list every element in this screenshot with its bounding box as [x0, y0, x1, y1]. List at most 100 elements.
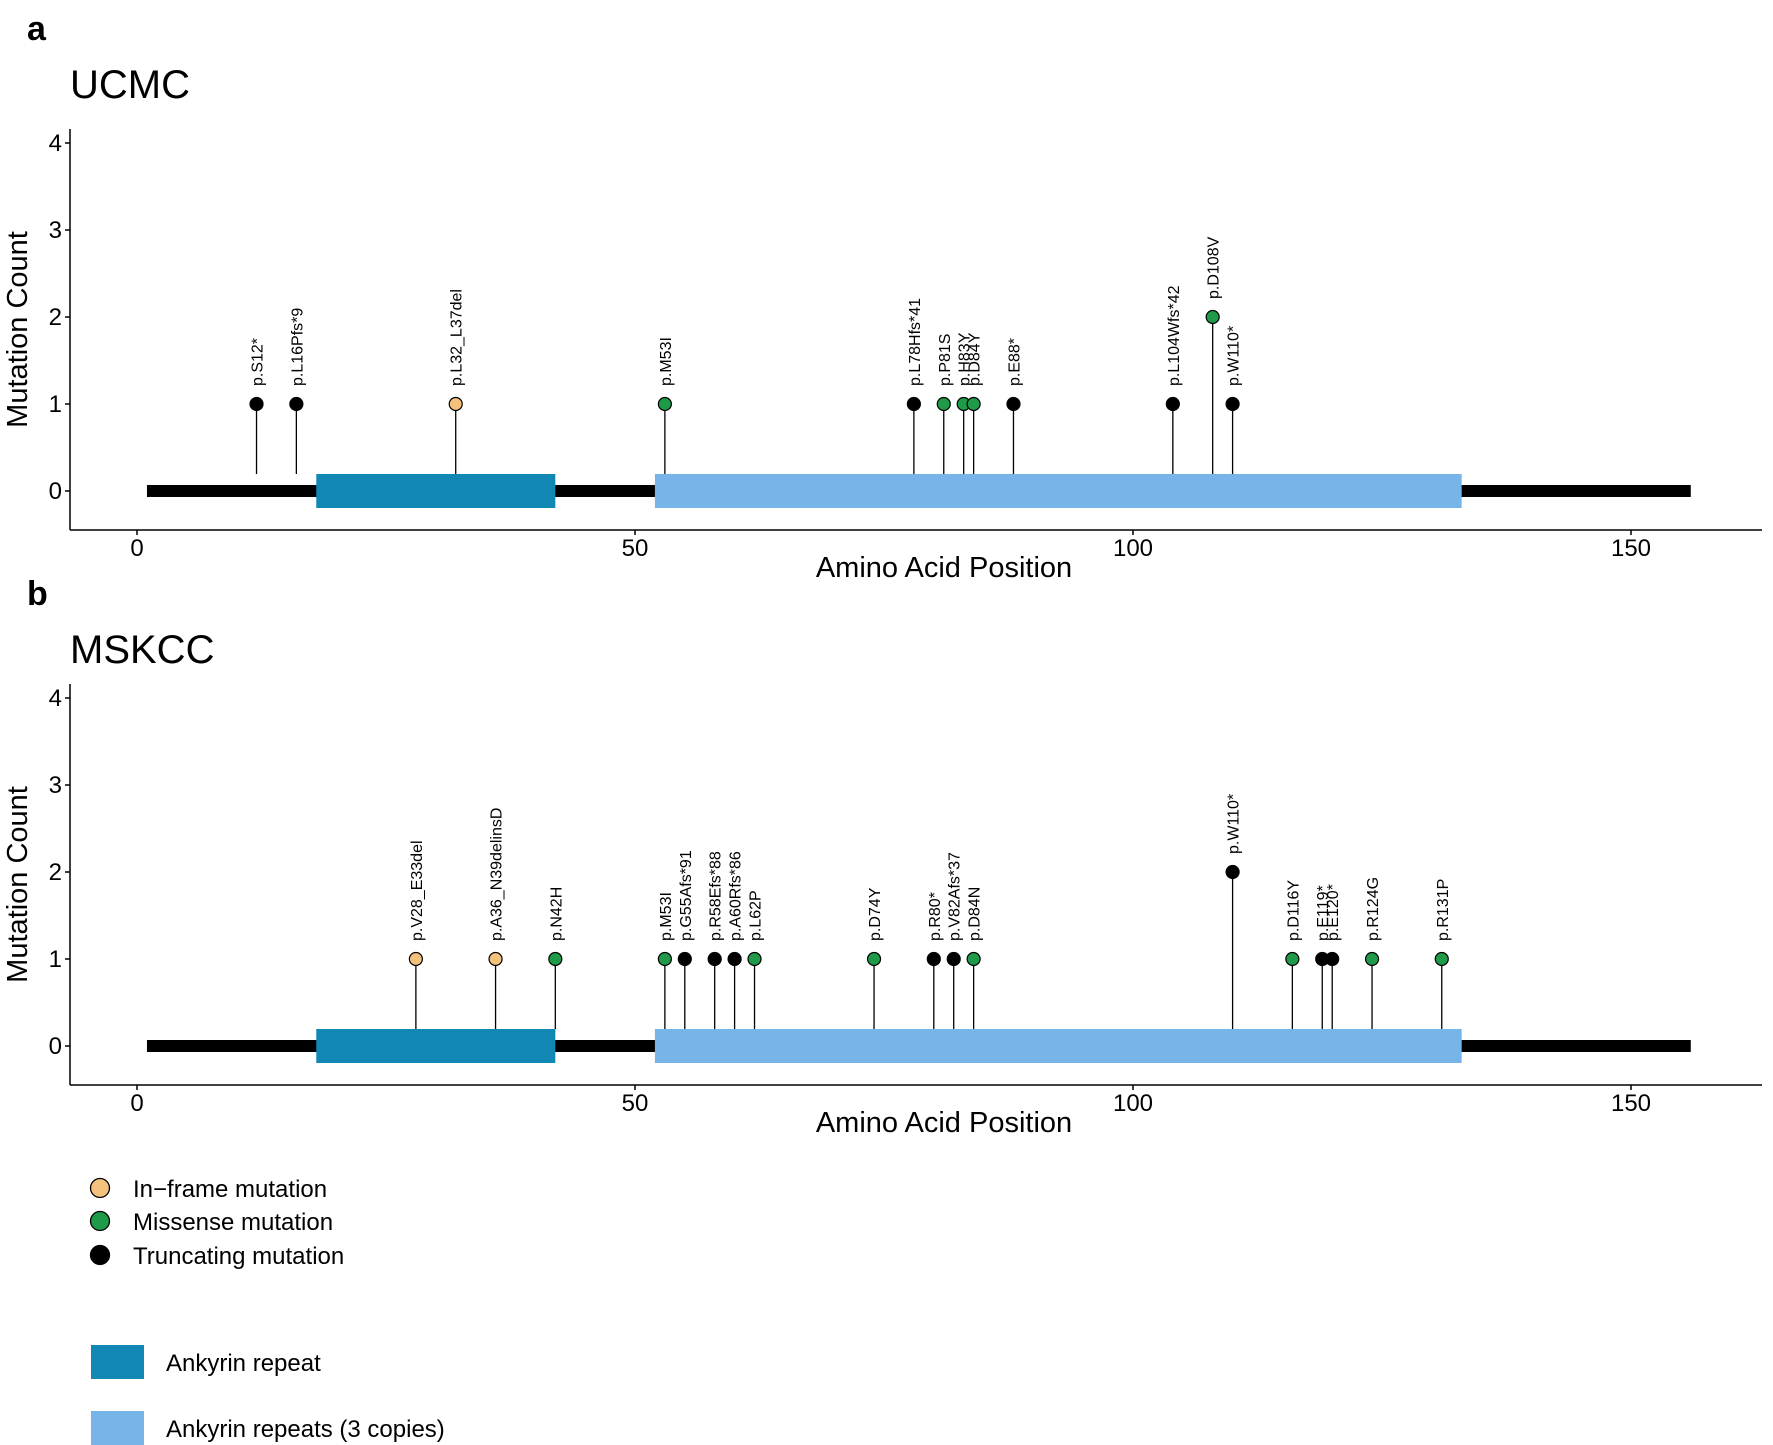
y-axis-label: Mutation Count: [2, 231, 34, 428]
lollipop-head: [707, 951, 722, 967]
mutation-label: p.A60Rfs*86: [728, 851, 745, 941]
mutation-label: p.V82Afs*37: [947, 852, 964, 941]
lollipop-head: [1165, 396, 1180, 412]
x-tick-label: 100: [1113, 535, 1153, 562]
lollipop-head: [657, 396, 672, 412]
legend-missense-swatch: [89, 1210, 111, 1232]
mutation-label: p.V28_E33del: [409, 840, 426, 941]
x-tick-label: 50: [622, 535, 649, 562]
mutation-label: p.D74Y: [867, 887, 884, 941]
mutation-label: p.L62P: [748, 890, 765, 941]
legend-ank1-label: Ankyrin repeat: [166, 1350, 321, 1377]
legend-truncating-swatch: [89, 1244, 111, 1266]
mutation-label: p.D84N: [967, 887, 984, 941]
x-tick-label: 150: [1611, 1090, 1651, 1117]
lollipop-head: [1205, 309, 1220, 325]
lollipop-head: [1364, 951, 1380, 967]
legend-inframe-swatch: [89, 1177, 111, 1199]
mutation-label: p.D108V: [1206, 236, 1223, 299]
legend-ank3-swatch: [91, 1411, 144, 1445]
legend-truncating-label: Truncating mutation: [133, 1243, 344, 1270]
chart-title: MSKCC: [70, 628, 214, 672]
mutation-label: p.S12*: [250, 338, 267, 386]
domain-ankyrin-repeats-3: [654, 474, 1462, 508]
lollipop-head: [548, 951, 563, 967]
mutation-label: p.H83Y: [957, 332, 974, 386]
x-axis-label: Amino Acid Position: [816, 552, 1072, 584]
legend-missense-label: Missense mutation: [133, 1209, 333, 1236]
lollipop-head: [946, 951, 961, 967]
y-tick-label: 0: [49, 478, 62, 505]
lollipop-head: [1285, 951, 1300, 967]
mutation-label: p.D116Y: [1285, 880, 1302, 941]
panel-letter: a: [27, 10, 47, 48]
mutation-label: p.R80*: [927, 892, 944, 941]
chart-title: UCMC: [70, 63, 190, 107]
mutation-label: p.M53I: [658, 337, 675, 386]
y-tick-label: 1: [49, 946, 62, 973]
mutation-label: p.L32_L37del: [449, 289, 466, 386]
lollipop-head: [936, 396, 951, 412]
x-tick-label: 50: [622, 1090, 649, 1117]
y-tick-label: 3: [49, 772, 62, 799]
mutation-label: p.D84Y: [967, 332, 984, 386]
y-tick-label: 4: [49, 130, 62, 157]
legend-inframe-label: In−frame mutation: [133, 1176, 327, 1203]
lollipop-head: [747, 951, 762, 967]
lollipop-head: [1006, 396, 1021, 412]
lollipop-head: [488, 951, 503, 967]
mutation-label: p.R58Efs*88: [708, 851, 725, 941]
domain-ankyrin-repeat: [316, 1029, 556, 1063]
domain-ankyrin-repeat: [316, 474, 556, 508]
x-tick-label: 100: [1113, 1090, 1153, 1117]
legend-ank1-swatch: [91, 1345, 144, 1379]
mutation-label: p.L78Hfs*41: [907, 298, 924, 386]
lollipop-head: [906, 396, 921, 412]
lollipop-head: [966, 396, 981, 412]
mutation-label: p.L16Pfs*9: [289, 308, 306, 386]
lollipop-head: [1225, 864, 1240, 880]
lollipop-head: [448, 396, 463, 412]
mutation-label: p.E119*: [1315, 885, 1332, 941]
mutation-label: p.R131P: [1435, 879, 1452, 941]
x-tick-label: 0: [130, 1090, 143, 1117]
y-tick-label: 1: [49, 391, 62, 418]
lollipop-head: [408, 951, 423, 967]
panel-letter: b: [27, 575, 48, 613]
lollipop-head: [289, 396, 304, 412]
mutation-label: p.P81S: [937, 334, 954, 386]
lollipop-head: [926, 951, 941, 967]
mutation-label: p.L104Wfs*42: [1166, 285, 1183, 386]
mutation-label: p.W110*: [1226, 326, 1243, 386]
lollipop-head: [1225, 396, 1240, 412]
mutation-label: p.E120*: [1325, 884, 1342, 941]
y-tick-label: 2: [49, 859, 62, 886]
lollipop-head: [1434, 951, 1449, 967]
mutation-label: p.W110*: [1226, 794, 1243, 854]
legend-ank3-label: Ankyrin repeats (3 copies): [166, 1416, 445, 1443]
mutation-label: p.M53I: [658, 892, 675, 941]
lollipop-head: [866, 951, 882, 967]
lollipop-head: [677, 951, 692, 967]
y-tick-label: 2: [49, 304, 62, 331]
x-axis-label: Amino Acid Position: [816, 1107, 1072, 1139]
y-tick-label: 3: [49, 217, 62, 244]
x-tick-label: 0: [130, 535, 143, 562]
x-tick-label: 150: [1611, 535, 1651, 562]
lollipop-head: [657, 951, 672, 967]
lollipop-head: [249, 396, 264, 412]
domain-ankyrin-repeats-3: [654, 1029, 1462, 1063]
lollipop-head: [966, 951, 981, 967]
lollipop-head: [727, 951, 742, 967]
mutation-label: p.N42H: [548, 887, 565, 941]
lollipop-head: [1325, 951, 1340, 967]
mutation-label: p.A36_N39delinsD: [489, 808, 506, 941]
mutation-label: p.G55Afs*91: [678, 850, 695, 941]
y-tick-label: 0: [49, 1033, 62, 1060]
y-tick-label: 4: [49, 685, 62, 712]
y-axis-label: Mutation Count: [2, 786, 34, 983]
